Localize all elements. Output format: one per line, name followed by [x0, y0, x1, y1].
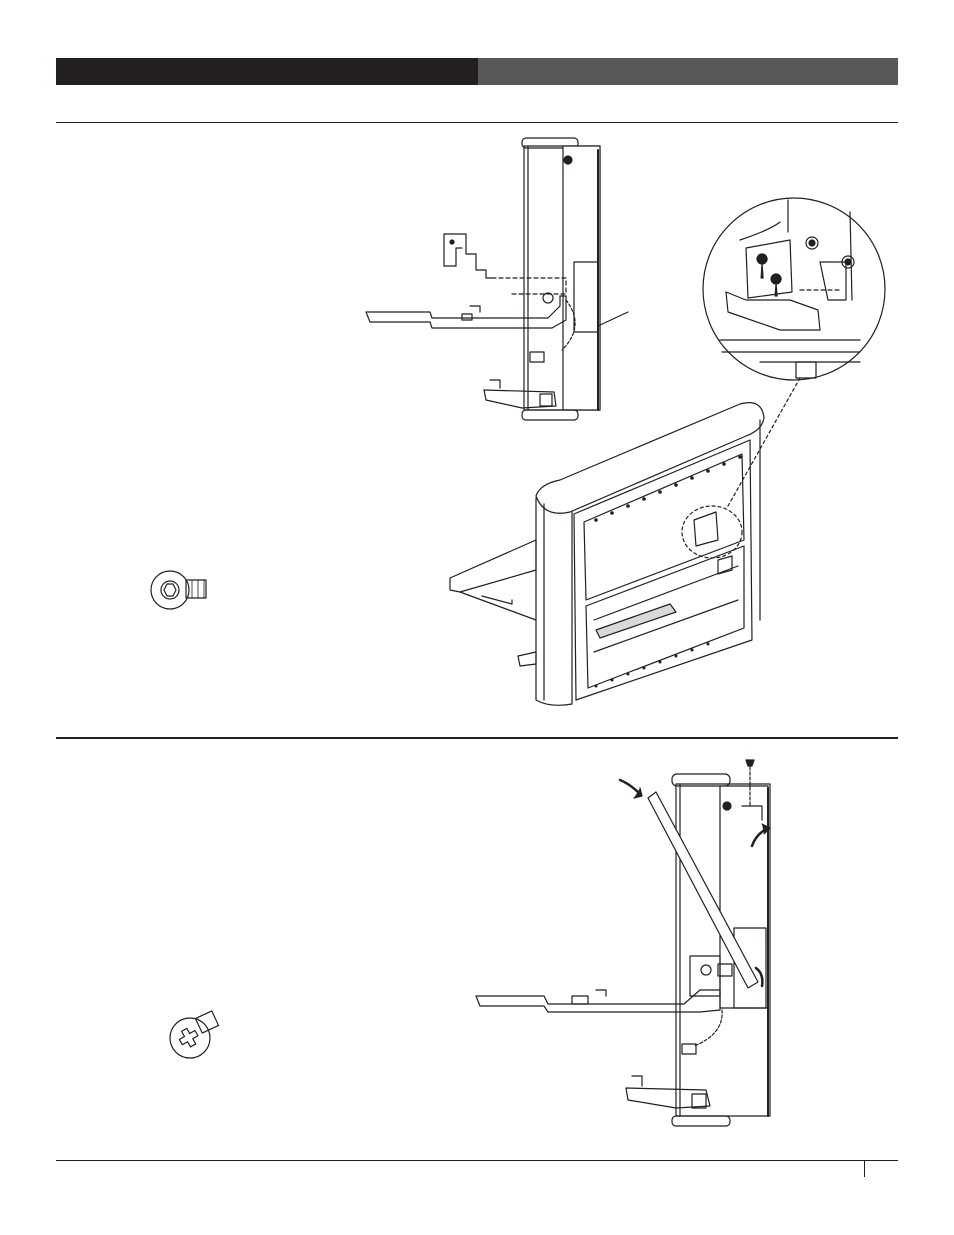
- side-view-support-rod: [476, 760, 770, 1126]
- phillips-screw-icon: [170, 1011, 219, 1058]
- page-number-divider: [864, 1161, 865, 1177]
- footer-rule: [56, 1160, 898, 1161]
